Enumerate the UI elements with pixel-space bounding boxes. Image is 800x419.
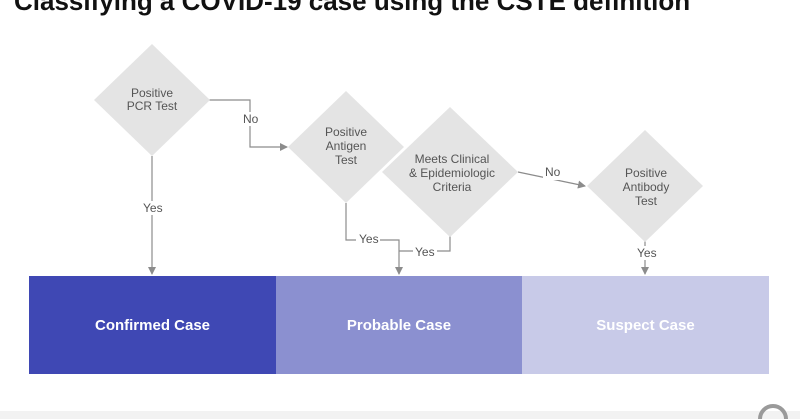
edge-label-antigen-yes: Yes — [359, 232, 379, 246]
suspect-case-label: Suspect Case — [596, 316, 695, 334]
logo-icon — [758, 404, 788, 419]
decision-diamond-antibody — [587, 130, 703, 242]
edge-label-antibody-yes: Yes — [637, 246, 657, 260]
clinical-label-line2: & Epidemiologic — [409, 166, 495, 180]
antigen-label-line2: Antigen — [326, 139, 367, 153]
probable-case-box: Probable Case — [276, 276, 522, 374]
edge-label-pcr-no: No — [243, 112, 259, 126]
antibody-label-line2: Antibody — [623, 180, 670, 194]
footer-strip — [0, 411, 800, 419]
edge-label-clinical-yes: Yes — [415, 245, 435, 259]
edge-label-clinical-no: No — [545, 165, 561, 179]
confirmed-case-box: Confirmed Case — [29, 276, 276, 374]
antibody-label-line1: Positive — [625, 166, 667, 180]
suspect-case-box: Suspect Case — [522, 276, 769, 374]
pcr-label-line1: Positive — [131, 86, 173, 100]
antigen-label-line3: Test — [335, 153, 358, 167]
antigen-label-line1: Positive — [325, 125, 367, 139]
probable-case-label: Probable Case — [346, 316, 452, 334]
decision-diamond-antigen — [288, 91, 404, 203]
clinical-label-line3: Criteria — [433, 180, 472, 194]
page-title: Classifying a COVID-19 case using the CS… — [14, 0, 691, 16]
clinical-label-line1: Meets Clinical — [415, 152, 490, 166]
edge-label-pcr-yes: Yes — [143, 201, 163, 215]
pcr-label-line2: PCR Test — [127, 99, 178, 113]
antibody-label-line3: Test — [635, 194, 658, 208]
confirmed-case-label: Confirmed Case — [94, 316, 211, 334]
decision-diamond-pcr — [94, 44, 210, 156]
decision-diamond-clinical — [382, 107, 518, 237]
